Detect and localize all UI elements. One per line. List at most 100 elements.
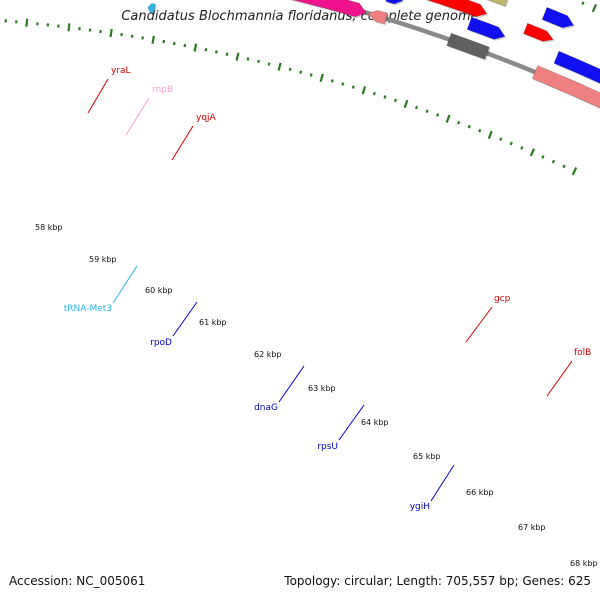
inner-track-tick (383, 95, 387, 99)
inner-track-tick (235, 52, 240, 61)
gene-label-leader (278, 365, 305, 403)
inner-track-tick (562, 164, 566, 169)
scale-tick-labels: 58 kbp 59 kbp 60 kbp 61 kbp 62 kbp 63 kbp 64 k… (35, 223, 598, 568)
gene-label-dnag: dnaG (254, 403, 278, 413)
inner-track-tick (257, 59, 260, 64)
inner-track-tick (25, 18, 29, 27)
feature-rpsU-blue (385, 0, 404, 5)
inner-track-tick (193, 43, 198, 52)
inner-track-tick (130, 34, 134, 38)
scale-tick-label: 66 kbp (466, 488, 494, 497)
gene-label-ygih: ygiH (410, 502, 430, 512)
inner-track-tick (425, 109, 429, 113)
inner-track-tick (520, 146, 524, 150)
inner-track-tick (403, 99, 409, 109)
feature-folB-red (523, 22, 554, 42)
inner-track-tick (183, 43, 187, 48)
inner-track-tick (499, 137, 503, 141)
inner-track-tick (414, 105, 419, 110)
inner-dotted-track (4, 18, 578, 176)
inner-track-tick (330, 79, 334, 83)
gene-label-leader (338, 404, 365, 441)
gene-label-rnpb: rnpB (152, 85, 173, 95)
feature-dnaG-magenta (292, 0, 367, 18)
genome-backbone (312, 0, 600, 103)
inner-track-tick (319, 73, 324, 83)
gene-label-leader (465, 306, 493, 343)
outer-track-tick (581, 1, 585, 6)
gene-label-folb: folB (574, 348, 591, 358)
feature-folB-blue (541, 7, 574, 29)
feature-gcp-olive (487, 0, 508, 7)
inner-track-tick (436, 113, 440, 117)
feature-ygiH-blue (466, 16, 506, 40)
scale-tick-label: 59 kbp (89, 255, 117, 264)
inner-track-tick (267, 62, 271, 66)
gene-label-leader (430, 464, 455, 502)
gene-features (147, 0, 600, 109)
inner-track-tick (341, 82, 345, 86)
inner-track-tick (571, 167, 578, 176)
inner-track-tick (509, 141, 513, 146)
gene-label-leader (87, 78, 109, 114)
inner-track-tick (204, 48, 208, 52)
gene-label-yqja: yqjA (196, 113, 217, 123)
outer-track-tick (591, 3, 598, 13)
scale-tick-label: 61 kbp (199, 318, 227, 327)
inner-track-tick (67, 23, 71, 32)
inner-track-tick (246, 57, 250, 61)
inner-track-tick (225, 52, 229, 56)
scale-tick-label: 65 kbp (413, 452, 441, 461)
accession-text: Accession: NC_005061 (9, 574, 146, 588)
topology-summary: Topology: circular; Length: 705,557 bp; … (284, 574, 591, 588)
inner-track-tick (172, 41, 176, 46)
outer-dotted-track (571, 0, 598, 13)
gene-label-leader (171, 125, 194, 161)
inner-track-tick (299, 70, 303, 74)
gene-label-leader (125, 97, 150, 136)
feature-gcp-red (426, 0, 488, 17)
inner-track-tick (478, 128, 482, 133)
inner-track-tick (487, 130, 493, 140)
inner-track-tick (288, 67, 292, 72)
inner-track-tick (141, 36, 144, 40)
gene-label-rpsu: rpsU (317, 442, 338, 452)
inner-track-tick (467, 124, 471, 129)
feature-ygiH-gray (446, 32, 490, 60)
scale-tick-label: 67 kbp (518, 523, 546, 532)
gene-label-yral: yraL (111, 66, 131, 76)
inner-track-tick (372, 91, 376, 96)
feature-right-salmon (531, 65, 600, 109)
scale-tick-label: 63 kbp (308, 384, 336, 393)
inner-track-tick (361, 86, 367, 95)
inner-track-tick (551, 159, 556, 164)
scale-tick-label: 62 kbp (254, 350, 282, 359)
gene-label-leader (112, 265, 138, 304)
inner-track-tick (99, 29, 102, 34)
inner-track-tick (162, 39, 166, 44)
inner-track-tick (445, 114, 451, 123)
inner-track-tick (393, 98, 397, 103)
scale-tick-label: 68 kbp (570, 559, 598, 568)
gene-label-leader (546, 360, 573, 397)
inner-track-tick (457, 120, 461, 125)
gene-label-trna-met3: tRNA-Met3 (64, 304, 112, 314)
feature-rpsU-salmon (367, 10, 388, 25)
inner-track-tick (541, 155, 545, 159)
feature-tRNA-Met3 (147, 3, 156, 14)
feature-right-blue (553, 50, 600, 84)
inner-track-tick (351, 85, 355, 89)
gene-labels: yraLrnpByqjAtRNA-Met3rpoDdnaGrpsUgcpygiH… (64, 66, 592, 512)
inner-track-tick (151, 35, 155, 44)
scale-tick-label: 58 kbp (35, 223, 63, 232)
gene-label-rpod: rpoD (150, 338, 172, 348)
inner-track-tick (277, 62, 282, 71)
inner-track-tick (309, 73, 313, 77)
inner-track-tick (529, 148, 536, 157)
inner-track-tick (215, 50, 218, 54)
scale-tick-label: 60 kbp (145, 286, 173, 295)
backbone-line (312, 0, 600, 103)
gene-label-leader (172, 301, 198, 337)
scale-tick-label: 64 kbp (361, 418, 389, 427)
